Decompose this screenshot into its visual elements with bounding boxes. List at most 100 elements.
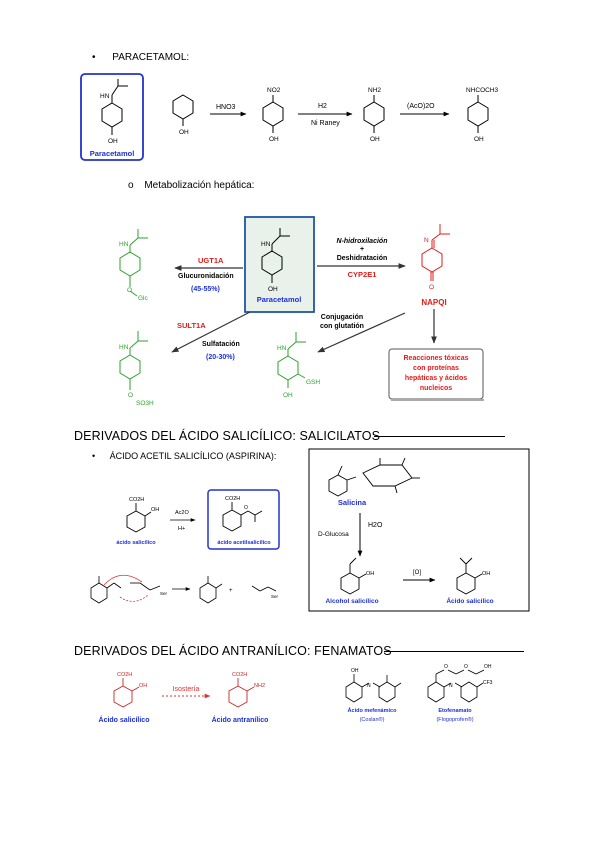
- hplus-label: H+: [178, 526, 185, 532]
- paracetamol-structure: [101, 79, 128, 135]
- hn-label: HN: [119, 241, 129, 248]
- oh-label: OH: [179, 129, 189, 136]
- plus-label: +: [360, 246, 364, 253]
- hn-label: HN: [261, 241, 271, 248]
- salicina-structure: [328, 457, 420, 497]
- nhcoch3-label: NHCOCH3: [466, 87, 499, 94]
- acido-salicilico-label: Ácido salicílico: [446, 596, 493, 605]
- no2-label: NO2: [267, 87, 281, 94]
- coslan-label: (Coslan®): [360, 716, 385, 723]
- deshid-label: Deshidratación: [337, 255, 388, 262]
- aspirin-structure: [222, 502, 263, 532]
- bullet-aspirina-label: ÁCIDO ACETIL SALICÍLICO (ASPIRINA):: [109, 451, 277, 461]
- glc-label: Glc: [138, 295, 149, 302]
- oh-label: OH: [268, 286, 278, 293]
- co2h-label: CO2H: [232, 672, 247, 678]
- mechanism-salicylate: [199, 576, 223, 604]
- bullet-paracetamol: • PARACETAMOL:: [92, 52, 189, 63]
- h2o-label: H2O: [368, 522, 383, 529]
- salicina-label: Salicina: [338, 498, 367, 507]
- paracetamol-box-label: Paracetamol: [90, 149, 135, 158]
- o-label: O: [244, 505, 248, 511]
- heading-fenamatos: DERIVADOS DEL ÁCIDO ANTRANÍLICO: FENAMAT…: [74, 644, 392, 658]
- sulfatacion-label: Sulfatación: [202, 341, 240, 348]
- dglucosa-label: D-Glucosa: [318, 531, 349, 538]
- gsh-conjugate-structure: [277, 332, 306, 388]
- etofenamato-structure: [427, 669, 485, 703]
- o-label: O: [464, 664, 468, 670]
- oh-label: OH: [139, 683, 147, 689]
- gsh-label: GSH: [306, 379, 320, 386]
- oh-label: OH: [482, 571, 490, 577]
- reagent-aco2o: (AcO)2O: [407, 103, 435, 110]
- fen-salicilico-structure: [113, 678, 140, 708]
- phenol-structure: [172, 94, 194, 126]
- reagent-hno3: HNO3: [216, 104, 236, 111]
- hn-label: HN: [119, 344, 129, 351]
- oh-label: OH: [366, 571, 374, 577]
- bullet-metabolizacion: o Metabolización hepática:: [128, 180, 254, 191]
- paracetamol-box: [80, 73, 144, 161]
- conjug2-label: con glutatión: [320, 323, 364, 330]
- salicilico-label: ácido salicílico: [116, 540, 156, 546]
- co2h-label: CO2H: [225, 496, 240, 502]
- arrow-sulfation: [171, 311, 251, 353]
- ugt1a-label: UGT1A: [198, 256, 224, 265]
- mechanism-curved-arrow: [103, 574, 143, 586]
- so3h-label: SO3H: [136, 400, 154, 407]
- bullet-aspirina: • ÁCIDO ACETIL SALICÍLICO (ASPIRINA):: [92, 451, 276, 461]
- o-label: O: [127, 287, 132, 294]
- mechanism-acetylserine: [251, 585, 277, 592]
- toxic-line-2: con proteínas: [413, 365, 459, 372]
- co2h-label: CO2H: [129, 497, 144, 503]
- oh-label: OH: [108, 138, 118, 145]
- fen-salicilico-label: Ácido salicílico: [99, 715, 150, 724]
- mefenamic-structure: [345, 674, 402, 703]
- reagent-ni-raney: Ni Raney: [311, 120, 340, 127]
- napqi-label: NAPQI: [421, 298, 446, 307]
- o-label: O: [444, 664, 448, 670]
- bullet-dot-icon: •: [92, 52, 96, 63]
- o-label: O: [429, 284, 434, 291]
- ox-label: [O]: [413, 570, 421, 576]
- toxic-line-4: nucleicos: [420, 385, 452, 392]
- hn-label: HN: [100, 93, 110, 100]
- aspirin-box: [207, 489, 280, 550]
- divider-line: [384, 651, 524, 652]
- heading-salicilatos: DERIVADOS DEL ÁCIDO SALICÍLICO: SALICILA…: [74, 429, 381, 443]
- bullet-metabolizacion-label: Metabolización hepática:: [144, 180, 255, 191]
- ser-label: Ser: [160, 591, 168, 596]
- sulf-pct-label: (20-30%): [206, 354, 235, 361]
- acido-salicilico-structure: [456, 557, 483, 595]
- isosteria-label: Isostería: [173, 686, 200, 693]
- plus-sign: +: [229, 588, 233, 594]
- glucuronidacion-label: Glucuronidación: [178, 273, 234, 280]
- bullet-paracetamol-label: PARACETAMOL:: [112, 52, 190, 63]
- reagent-h2: H2: [318, 103, 327, 110]
- cyp2e1-label: CYP2E1: [348, 270, 377, 279]
- ac2o-label: Ac2O: [175, 510, 189, 516]
- nh2-label: NH2: [368, 87, 381, 94]
- nhidrox-label: N-hidroxilación: [337, 238, 388, 245]
- n-label: N: [424, 237, 429, 244]
- fen-antranilico-label: Ácido antranílico: [212, 715, 269, 724]
- bullet-circle-icon: o: [128, 180, 134, 191]
- paracetamol-center-structure: [261, 228, 290, 283]
- oh-label: OH: [283, 392, 293, 399]
- nh2-label: NH2: [254, 683, 265, 689]
- n-label: N: [449, 683, 453, 689]
- sult1a-label: SULT1A: [177, 321, 206, 330]
- ser-label: Ser: [271, 594, 279, 599]
- gluc-pct-label: (45-55%): [191, 286, 220, 293]
- mechanism-curved-arrow: [119, 594, 149, 602]
- toxic-line-1: Reacciones tóxicas: [404, 355, 469, 362]
- oh-label: OH: [474, 136, 484, 143]
- mechanism-aspirin: [90, 576, 122, 604]
- oh-label: OH: [269, 136, 279, 143]
- aminophenol-structure: [363, 95, 385, 133]
- co2h-label: CO2H: [117, 672, 132, 678]
- mechanism-serine: [130, 582, 161, 591]
- acetilsalicilico-label: ácido acetilsalicílico: [217, 540, 271, 546]
- oh-label: OH: [370, 136, 380, 143]
